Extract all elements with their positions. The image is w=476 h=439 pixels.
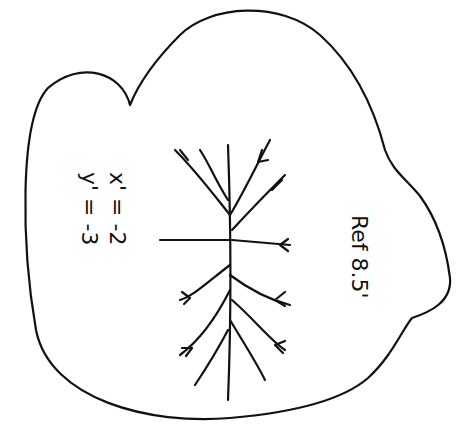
handwritten-note: y' = -3 [78,172,100,245]
tree-figure [160,140,290,400]
handwritten-note: x' = -2 [106,172,128,245]
handwritten-note: Ref 8.5' [348,215,370,299]
cloud-outline [25,11,450,420]
